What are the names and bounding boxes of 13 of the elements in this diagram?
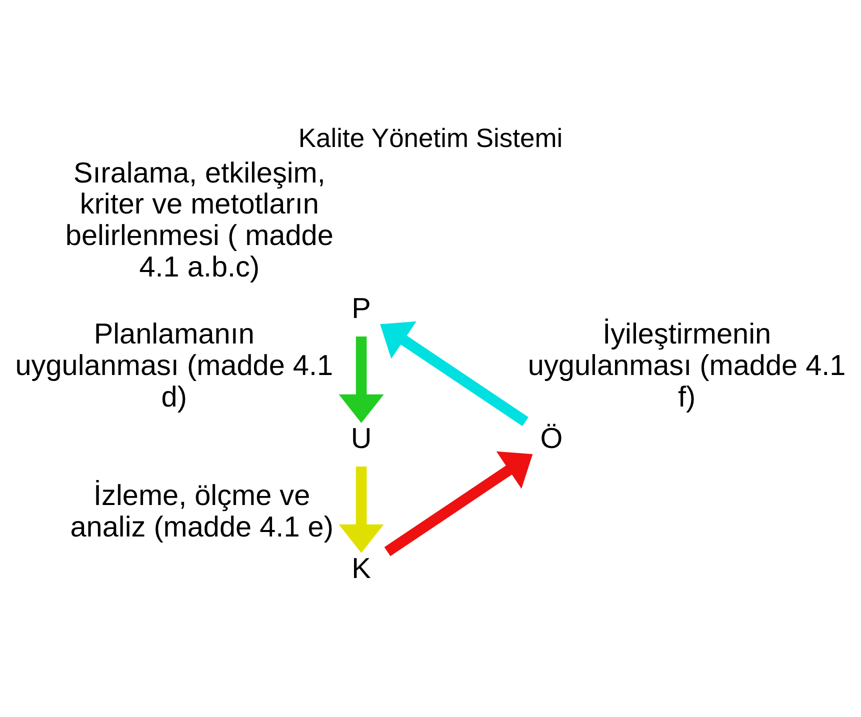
node-label: Planlamanın uygulanması (madde 4.1 d) [15, 318, 334, 414]
node-label: İyileştirmenin uygulanması (madde 4.1 f) [528, 318, 846, 414]
node-text: P [352, 292, 371, 325]
arrow [380, 321, 528, 426]
node-label: Sıralama, etkileşim, kriter ve metotların belirlenmesi ( madde 4.1 a.b.c) [65, 157, 334, 284]
node-text: K [352, 552, 371, 585]
node-text: U [350, 422, 372, 455]
arrow [338, 466, 384, 554]
arrow [338, 336, 384, 424]
arrow [384, 451, 533, 556]
node-label: İzleme, ölçme ve analiz (madde 4.1 e) [70, 480, 334, 544]
diagram-title: Kalite Yönetim Sistemi [298, 122, 563, 153]
node-text: Ö [540, 422, 563, 455]
